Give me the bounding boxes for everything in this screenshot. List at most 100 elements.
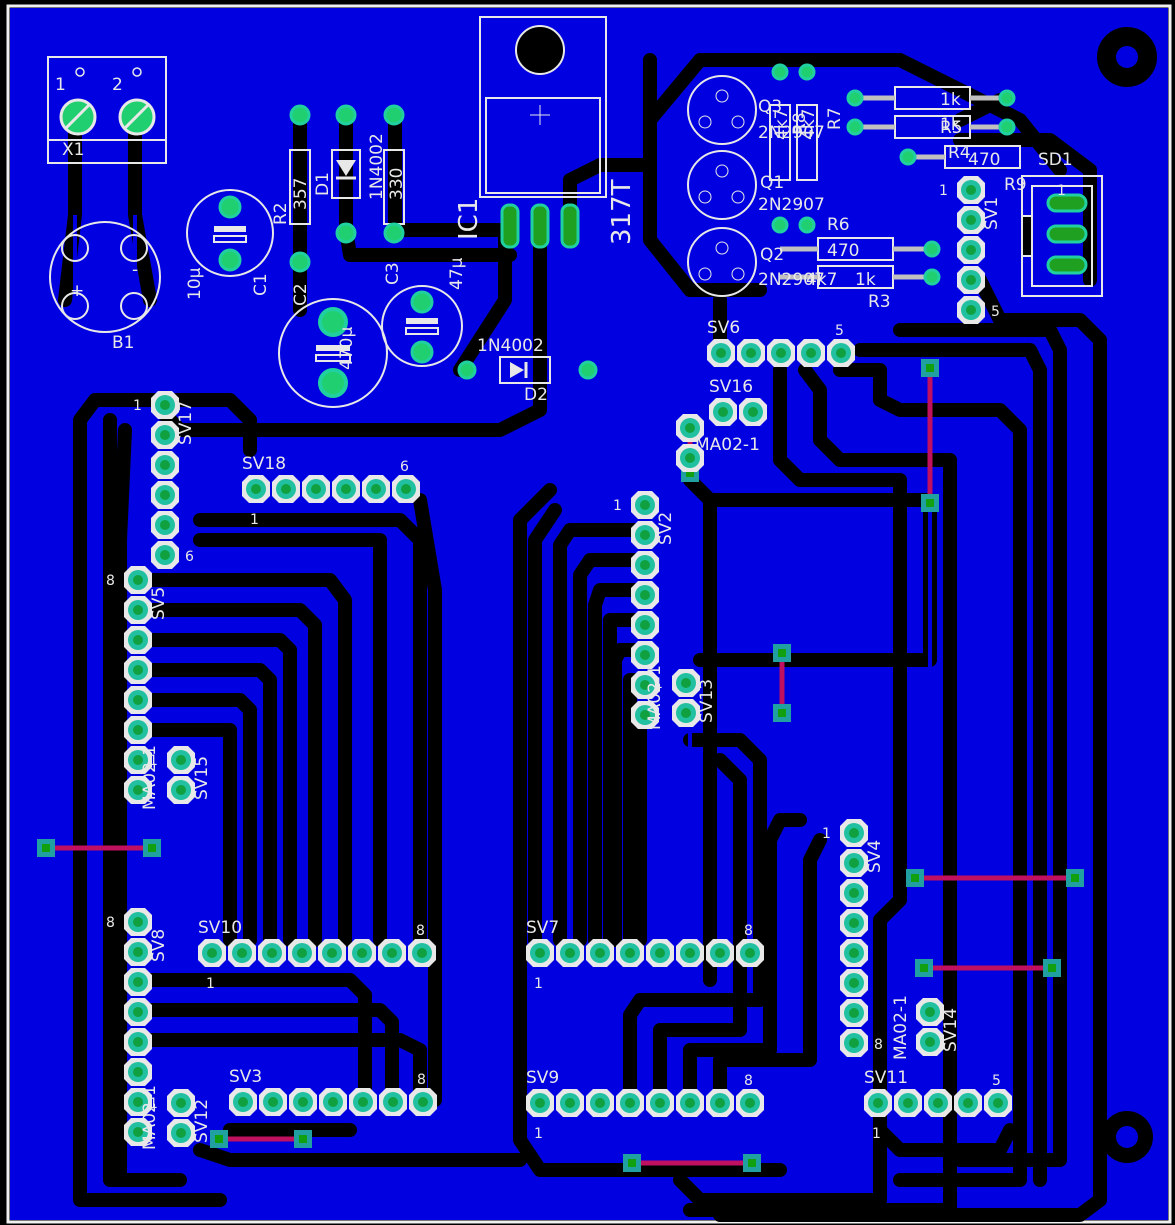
header-sv12[interactable] xyxy=(167,1089,195,1147)
header-pin[interactable] xyxy=(167,776,195,804)
transistor-q2[interactable] xyxy=(687,227,757,297)
header-pin[interactable] xyxy=(672,669,700,697)
header-ma02-1[interactable] xyxy=(676,414,704,472)
header-pin[interactable] xyxy=(840,939,868,967)
header-pin[interactable] xyxy=(631,671,659,699)
header-pin[interactable] xyxy=(736,939,764,967)
resistor-r2[interactable] xyxy=(289,104,311,273)
header-sv11[interactable] xyxy=(864,1089,1012,1117)
header-pin[interactable] xyxy=(228,939,256,967)
header-pin[interactable] xyxy=(676,1089,704,1117)
header-pin[interactable] xyxy=(709,398,737,426)
header-pin[interactable] xyxy=(672,699,700,727)
header-sv6[interactable] xyxy=(707,339,855,367)
header-pin[interactable] xyxy=(288,939,316,967)
header-sv7[interactable] xyxy=(526,939,764,967)
header-pin[interactable] xyxy=(631,641,659,669)
diode-d2[interactable] xyxy=(457,356,598,384)
header-pin[interactable] xyxy=(556,939,584,967)
header-pin[interactable] xyxy=(916,1028,944,1056)
header-pin[interactable] xyxy=(167,1119,195,1147)
header-pin[interactable] xyxy=(840,1029,868,1057)
header-sv13[interactable] xyxy=(672,669,700,727)
header-pin[interactable] xyxy=(840,909,868,937)
header-pin[interactable] xyxy=(707,339,735,367)
jumper-wire[interactable] xyxy=(773,644,791,722)
header-pin[interactable] xyxy=(198,939,226,967)
header-pin[interactable] xyxy=(258,939,286,967)
header-pin[interactable] xyxy=(631,581,659,609)
header-sv1[interactable] xyxy=(957,176,985,324)
header-sv14[interactable] xyxy=(916,998,944,1056)
header-pin[interactable] xyxy=(586,1089,614,1117)
header-pin[interactable] xyxy=(272,475,300,503)
transistor-q3[interactable] xyxy=(687,75,757,145)
header-pin[interactable] xyxy=(151,511,179,539)
header-pin[interactable] xyxy=(631,551,659,579)
header-sv17[interactable] xyxy=(151,391,179,569)
header-pin[interactable] xyxy=(318,939,346,967)
resistor-r5[interactable] xyxy=(846,86,1016,110)
header-pin[interactable] xyxy=(124,1088,152,1116)
resistor-r9[interactable] xyxy=(899,145,1021,169)
header-pin[interactable] xyxy=(332,475,360,503)
header-pin[interactable] xyxy=(289,1088,317,1116)
capacitor-c1[interactable] xyxy=(186,189,274,277)
header-pin[interactable] xyxy=(957,296,985,324)
header-pin[interactable] xyxy=(556,1089,584,1117)
header-pin[interactable] xyxy=(957,266,985,294)
header-pin[interactable] xyxy=(408,939,436,967)
header-pin[interactable] xyxy=(840,819,868,847)
header-pin[interactable] xyxy=(124,908,152,936)
header-pin[interactable] xyxy=(616,939,644,967)
bridge-rectifier-b1[interactable]: + - xyxy=(49,221,161,333)
resistor-r3[interactable] xyxy=(780,265,941,289)
header-pin[interactable] xyxy=(124,746,152,774)
header-pin[interactable] xyxy=(631,701,659,729)
header-pin[interactable] xyxy=(124,776,152,804)
jumper-wire[interactable] xyxy=(915,959,1061,977)
header-pin[interactable] xyxy=(259,1088,287,1116)
header-pin[interactable] xyxy=(124,1118,152,1146)
header-pin[interactable] xyxy=(124,626,152,654)
header-pin[interactable] xyxy=(957,236,985,264)
header-pin[interactable] xyxy=(124,716,152,744)
header-pin[interactable] xyxy=(916,998,944,1026)
jumper-wire[interactable] xyxy=(623,1154,761,1172)
capacitor-c4[interactable] xyxy=(278,298,388,408)
header-pin[interactable] xyxy=(797,339,825,367)
header-pin[interactable] xyxy=(827,339,855,367)
header-pin[interactable] xyxy=(954,1089,982,1117)
header-pin[interactable] xyxy=(706,939,734,967)
header-pin[interactable] xyxy=(767,339,795,367)
resistor-r4[interactable] xyxy=(846,115,1016,139)
voltage-regulator-ic1[interactable] xyxy=(479,16,607,249)
header-pin[interactable] xyxy=(586,939,614,967)
header-pin[interactable] xyxy=(409,1088,437,1116)
header-pin[interactable] xyxy=(526,939,554,967)
header-sv9[interactable] xyxy=(526,1089,764,1117)
header-pin[interactable] xyxy=(840,849,868,877)
header-pin[interactable] xyxy=(167,746,195,774)
header-pin[interactable] xyxy=(676,414,704,442)
header-sv16[interactable] xyxy=(709,398,767,426)
header-pin[interactable] xyxy=(392,475,420,503)
header-pin[interactable] xyxy=(124,1028,152,1056)
header-pin[interactable] xyxy=(864,1089,892,1117)
header-pin[interactable] xyxy=(631,611,659,639)
header-pin[interactable] xyxy=(229,1088,257,1116)
jumper-wire[interactable] xyxy=(210,1130,312,1148)
connector-sd1[interactable] xyxy=(1021,175,1103,297)
header-pin[interactable] xyxy=(151,481,179,509)
header-sv8[interactable] xyxy=(124,908,152,1146)
header-pin[interactable] xyxy=(302,475,330,503)
resistor-r1[interactable] xyxy=(383,104,405,244)
resistor-r7[interactable] xyxy=(796,63,818,234)
header-pin[interactable] xyxy=(984,1089,1012,1117)
header-pin[interactable] xyxy=(526,1089,554,1117)
header-pin[interactable] xyxy=(124,566,152,594)
header-pin[interactable] xyxy=(631,491,659,519)
header-pin[interactable] xyxy=(646,1089,674,1117)
header-pin[interactable] xyxy=(167,1089,195,1117)
header-pin[interactable] xyxy=(124,596,152,624)
